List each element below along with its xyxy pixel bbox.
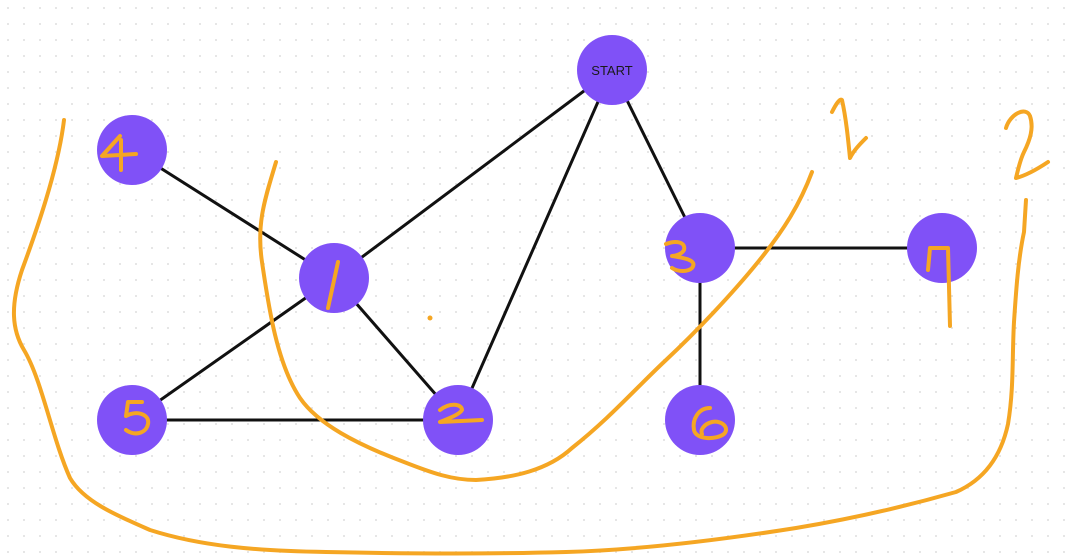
node-circle	[665, 385, 735, 455]
handwritten-annotations	[12, 97, 1050, 556]
handwritten-digit-5	[124, 400, 151, 436]
node-circle	[665, 213, 735, 283]
node-start: START	[577, 35, 647, 105]
handwritten-label-2	[1004, 109, 1050, 180]
annotation-dot	[427, 315, 433, 321]
handwritten-digit-7	[926, 246, 952, 328]
edge-start-n1	[332, 68, 614, 280]
node-label: START	[591, 63, 632, 78]
handwritten-digit-3	[664, 240, 696, 273]
edge-n4-n1	[130, 148, 336, 280]
edge-n1-n5	[130, 276, 336, 422]
handwritten-digit-2	[438, 402, 484, 424]
edges-layer	[130, 68, 944, 422]
handwritten-digit-4	[100, 134, 138, 172]
handwritten-digit-1	[326, 260, 340, 310]
node-n4	[97, 115, 167, 185]
node-circle	[97, 115, 167, 185]
node-n5	[97, 385, 167, 455]
handwritten-label-1	[830, 97, 868, 160]
node-circle	[97, 385, 167, 455]
node-n6	[665, 385, 735, 455]
handwritten-digit-6	[691, 406, 729, 441]
inner-boundary-curve	[258, 160, 814, 482]
node-n3	[665, 213, 735, 283]
outer-boundary-curve	[12, 118, 1028, 556]
edge-start-n2	[456, 68, 614, 422]
nodes-layer: START	[97, 35, 977, 455]
node-circle	[577, 35, 647, 105]
